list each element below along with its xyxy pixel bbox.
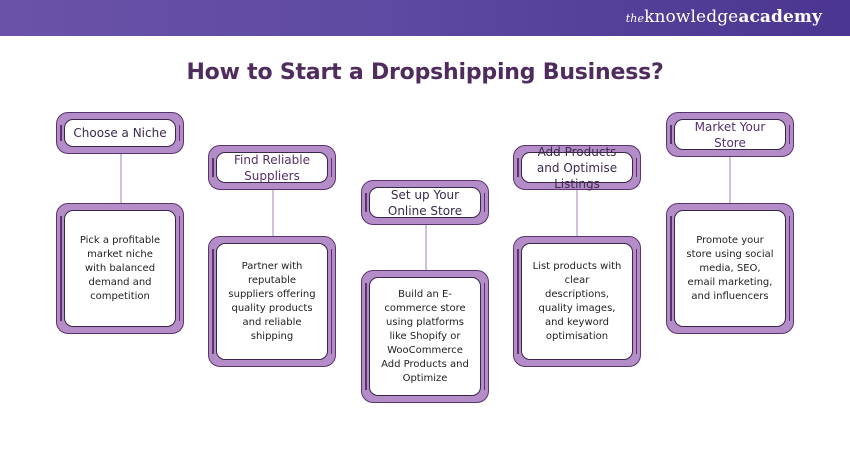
step-4-heading: Add Products and Optimise Listings (521, 145, 633, 191)
knowledge-academy-logo: theknowledgeacademy (626, 7, 822, 29)
step-2-description: Partner with reputable suppliers offerin… (216, 243, 328, 360)
step-3-connector-line (425, 225, 427, 272)
step-5-description: Promote your store using social media, S… (674, 210, 786, 327)
step-4-connector-line (576, 190, 578, 237)
step-3-heading: Set up Your Online Store (369, 187, 481, 218)
step-3-heading-box: Set up Your Online Store (361, 180, 489, 225)
logo-prefix: the (625, 12, 645, 25)
step-5-description-box: Promote your store using social media, S… (666, 203, 794, 334)
step-5-connector-line (729, 157, 731, 205)
step-2-connector-line (272, 190, 274, 237)
step-1-heading-box: Choose a Niche (56, 112, 184, 154)
step-2-heading-box: Find Reliable Suppliers (208, 145, 336, 190)
step-2-heading: Find Reliable Suppliers (216, 152, 328, 183)
step-5-heading: Market Your Store (674, 119, 786, 150)
step-5-heading-box: Market Your Store (666, 112, 794, 157)
logo-word-knowledge: knowledge (644, 7, 739, 27)
brand-header-bar: theknowledgeacademy (0, 0, 850, 36)
step-1-description-box: Pick a profitable market niche with bala… (56, 203, 184, 334)
step-4-description-box: List products with clear descriptions, q… (513, 236, 641, 367)
logo-word-academy: academy (738, 7, 822, 27)
step-1-heading: Choose a Niche (64, 119, 176, 147)
step-1-description: Pick a profitable market niche with bala… (64, 210, 176, 327)
step-2-description-box: Partner with reputable suppliers offerin… (208, 236, 336, 367)
page-title: How to Start a Dropshipping Business? (186, 60, 664, 85)
step-3-description: Build an E-commerce store using platform… (369, 277, 481, 396)
step-4-description: List products with clear descriptions, q… (521, 243, 633, 360)
step-3-description-box: Build an E-commerce store using platform… (361, 270, 489, 403)
step-4-heading-box: Add Products and Optimise Listings (513, 145, 641, 191)
step-1-connector-line (120, 154, 122, 204)
